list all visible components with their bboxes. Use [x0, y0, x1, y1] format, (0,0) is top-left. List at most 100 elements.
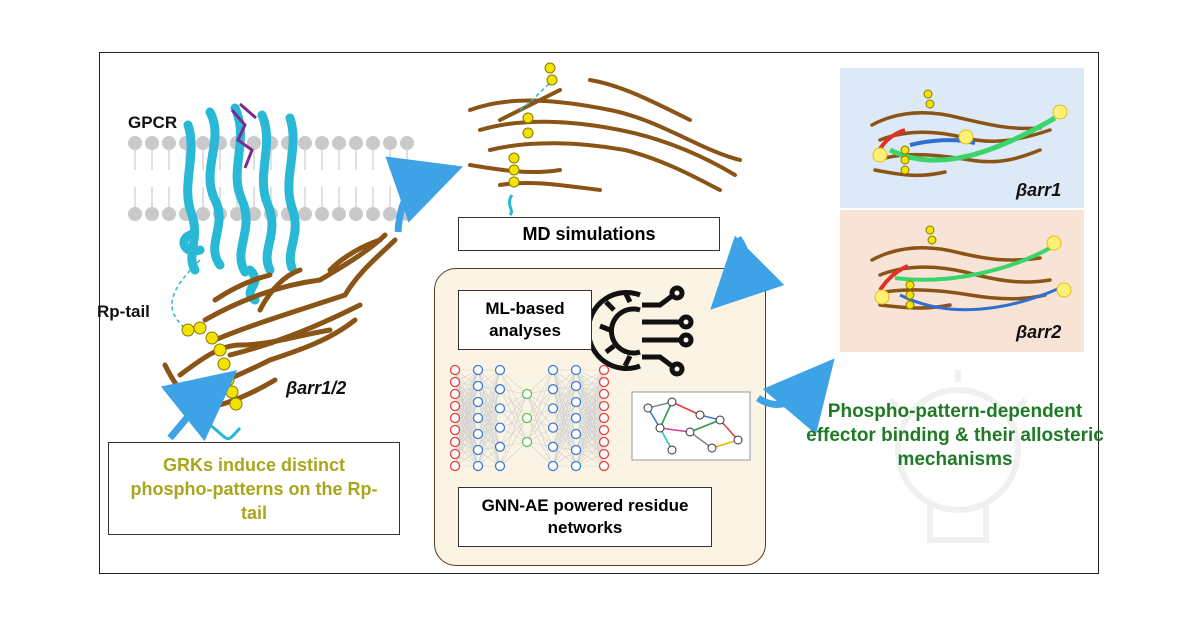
nn-edge: [575, 417, 605, 467]
nn-node: [547, 460, 559, 472]
nn-edge: [552, 417, 577, 467]
nn-edge: [552, 401, 577, 447]
nn-edge: [575, 393, 605, 451]
nn-edge: [526, 393, 554, 447]
nn-edge: [499, 369, 528, 443]
phospho-badge-icon: [905, 225, 937, 310]
nn-edge: [499, 393, 528, 447]
nn-edge: [526, 369, 554, 443]
nn-node: [472, 460, 484, 472]
nn-edge: [454, 401, 479, 431]
nn-node: [521, 388, 533, 400]
nn-edge: [575, 369, 605, 419]
nn-node: [472, 364, 484, 376]
nn-edge: [575, 429, 605, 451]
arrestin-structure-md: [468, 78, 742, 192]
arrestin-structure-barr1: [870, 110, 1052, 178]
nn-edge: [575, 381, 605, 435]
allosteric-path-green: [888, 115, 1057, 163]
nn-node: [472, 396, 484, 408]
nn-node: [598, 460, 610, 472]
lipid-head: [162, 207, 176, 221]
nn-edge: [499, 369, 528, 395]
nn-node: [570, 412, 582, 424]
figure-frame: [99, 52, 1099, 574]
nn-edge: [526, 393, 554, 428]
nn-edge: [477, 401, 501, 428]
nn-edge: [575, 369, 605, 395]
barr2-label: βarr2: [1016, 322, 1062, 342]
lipid-head: [145, 207, 159, 221]
gpcr-label: GPCR: [128, 113, 178, 132]
ligand: [230, 102, 257, 169]
nn-edge: [552, 427, 577, 451]
nn-node: [598, 436, 610, 448]
lipid-head: [315, 136, 329, 150]
nn-edge: [477, 385, 501, 428]
nn-edge: [477, 408, 501, 435]
nn-node: [449, 376, 461, 388]
nn-edge: [575, 405, 605, 435]
nn-edge: [477, 408, 501, 451]
grks-box: GRKs induce distinct phospho-patterns on…: [108, 442, 400, 535]
nn-node: [598, 448, 610, 460]
nn-edge: [499, 369, 528, 419]
nn-edge: [499, 441, 528, 467]
nn-node: [494, 403, 506, 414]
nn-edge: [552, 408, 577, 451]
nn-node: [570, 396, 582, 408]
nn-node: [494, 364, 506, 376]
nn-edge: [575, 405, 605, 451]
nn-node: [472, 428, 484, 440]
nn-edge: [526, 417, 554, 467]
nn-node: [494, 441, 506, 452]
nn-node: [598, 412, 610, 424]
nn-edge: [552, 385, 577, 409]
nn-edge: [454, 417, 479, 443]
nn-edge: [526, 408, 554, 443]
nn-edge: [575, 369, 605, 387]
nn-node: [449, 460, 461, 472]
lipid-head: [400, 136, 414, 150]
nn-edge: [499, 408, 528, 443]
nn-node: [449, 388, 461, 400]
nn-edge: [575, 369, 605, 403]
lightbulb-icon: [872, 104, 1068, 163]
allosteric-path-green: [894, 246, 1051, 282]
nn-edge: [552, 401, 577, 428]
nn-node: [472, 444, 484, 456]
arrestin-structure-barr2: [870, 245, 1052, 310]
nn-edge: [477, 385, 501, 447]
lipid-head: [332, 136, 346, 150]
nn-edge: [477, 369, 501, 419]
nn-edge: [552, 369, 577, 435]
nn-edge: [454, 369, 479, 407]
neural-network-icon: [449, 364, 610, 472]
nn-edge: [454, 385, 479, 419]
graph-network-icon: [631, 391, 751, 461]
nn-edge: [499, 393, 528, 467]
nn-edge: [575, 393, 605, 435]
nn-edge: [552, 389, 577, 451]
nn-edge: [454, 369, 479, 395]
nn-edge: [552, 401, 577, 467]
nn-edge: [454, 433, 479, 467]
lightbulb-icon: [874, 235, 1072, 305]
lipid-head: [128, 207, 142, 221]
nn-node: [449, 400, 461, 412]
nn-edge: [552, 369, 577, 428]
barr1-label: βarr1: [1016, 180, 1062, 200]
lipid-head: [230, 207, 244, 221]
nn-node: [598, 400, 610, 412]
nn-edge: [454, 369, 479, 419]
lightbulb-icon: [887, 370, 1029, 543]
nn-edge: [526, 441, 554, 467]
nn-edge: [526, 369, 554, 395]
conclusion-text: Phospho-pattern-dependent effector bindi…: [806, 401, 1104, 470]
nn-node: [547, 441, 559, 452]
lipid-head: [196, 136, 210, 150]
nn-edge: [575, 441, 605, 467]
lipid-head: [383, 207, 397, 221]
nn-edge: [499, 393, 528, 428]
